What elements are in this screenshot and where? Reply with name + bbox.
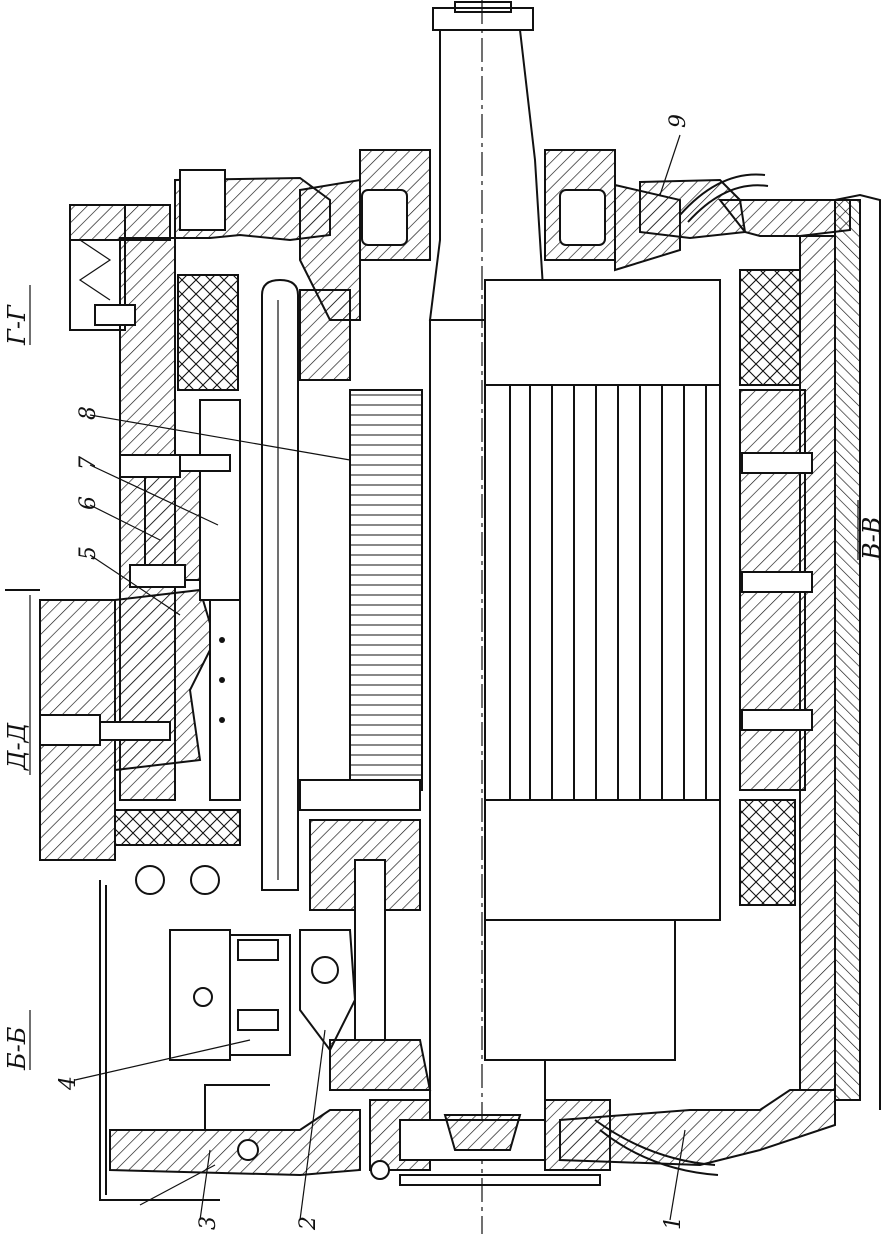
bottom-cover	[135, 865, 390, 1180]
bearing-top	[299, 149, 681, 321]
bolts	[39, 169, 813, 746]
callout-labels: 9 8 7 6 5 4 3 2 1	[56, 114, 691, 1231]
section-label-g-g: Г-Г	[3, 304, 31, 346]
section-labels: Г-Г Д-Д Б-Б В-В	[3, 304, 886, 1071]
section-label-v-v: В-В	[858, 517, 886, 561]
motor-frame	[39, 176, 881, 1201]
bearing-bottom	[369, 1099, 611, 1186]
main-pole	[209, 599, 241, 801]
label-5: 5	[76, 546, 101, 560]
section-label-b-b: Б-Б	[3, 1026, 31, 1071]
leader-lines	[74, 134, 686, 1221]
cables	[594, 173, 769, 1176]
armature-core	[299, 289, 423, 911]
brush-gear	[169, 859, 432, 1091]
terminal-box	[69, 204, 136, 331]
field-coils	[114, 269, 801, 906]
rotor-slots	[484, 279, 721, 1061]
label-4: 4	[56, 1076, 81, 1091]
label-3: 3	[196, 1216, 221, 1230]
label-1: 1	[661, 1216, 686, 1230]
label-9: 9	[666, 114, 691, 128]
section-label-d-d: Д-Д	[3, 722, 31, 771]
label-7: 7	[76, 456, 101, 470]
label-2: 2	[296, 1216, 321, 1231]
section-marks	[5, 285, 859, 1070]
label-8: 8	[76, 406, 101, 420]
label-6: 6	[76, 496, 101, 510]
cooling-duct	[261, 278, 299, 891]
